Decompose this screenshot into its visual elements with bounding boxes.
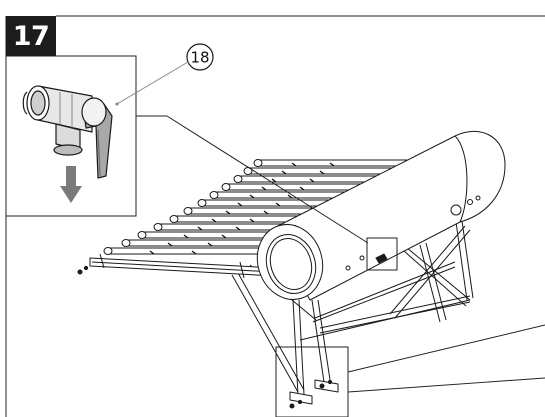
water-tank bbox=[256, 130, 506, 301]
bolt-icon bbox=[77, 265, 333, 409]
step-number-badge: 17 bbox=[6, 16, 56, 56]
tube-clips bbox=[149, 162, 335, 255]
valve-icon bbox=[22, 85, 113, 179]
arrow-down-icon bbox=[60, 166, 82, 203]
solar-water-heater bbox=[77, 130, 506, 409]
tube-ends bbox=[103, 159, 263, 255]
support-frame bbox=[231, 213, 474, 405]
base-highlight-box bbox=[275, 346, 349, 417]
valve-highlight-box bbox=[366, 237, 398, 271]
bottom-rail bbox=[89, 253, 276, 279]
callout-18: 18 bbox=[115, 43, 214, 106]
callout-number: 18 bbox=[190, 49, 209, 67]
leader-lines bbox=[136, 115, 545, 393]
